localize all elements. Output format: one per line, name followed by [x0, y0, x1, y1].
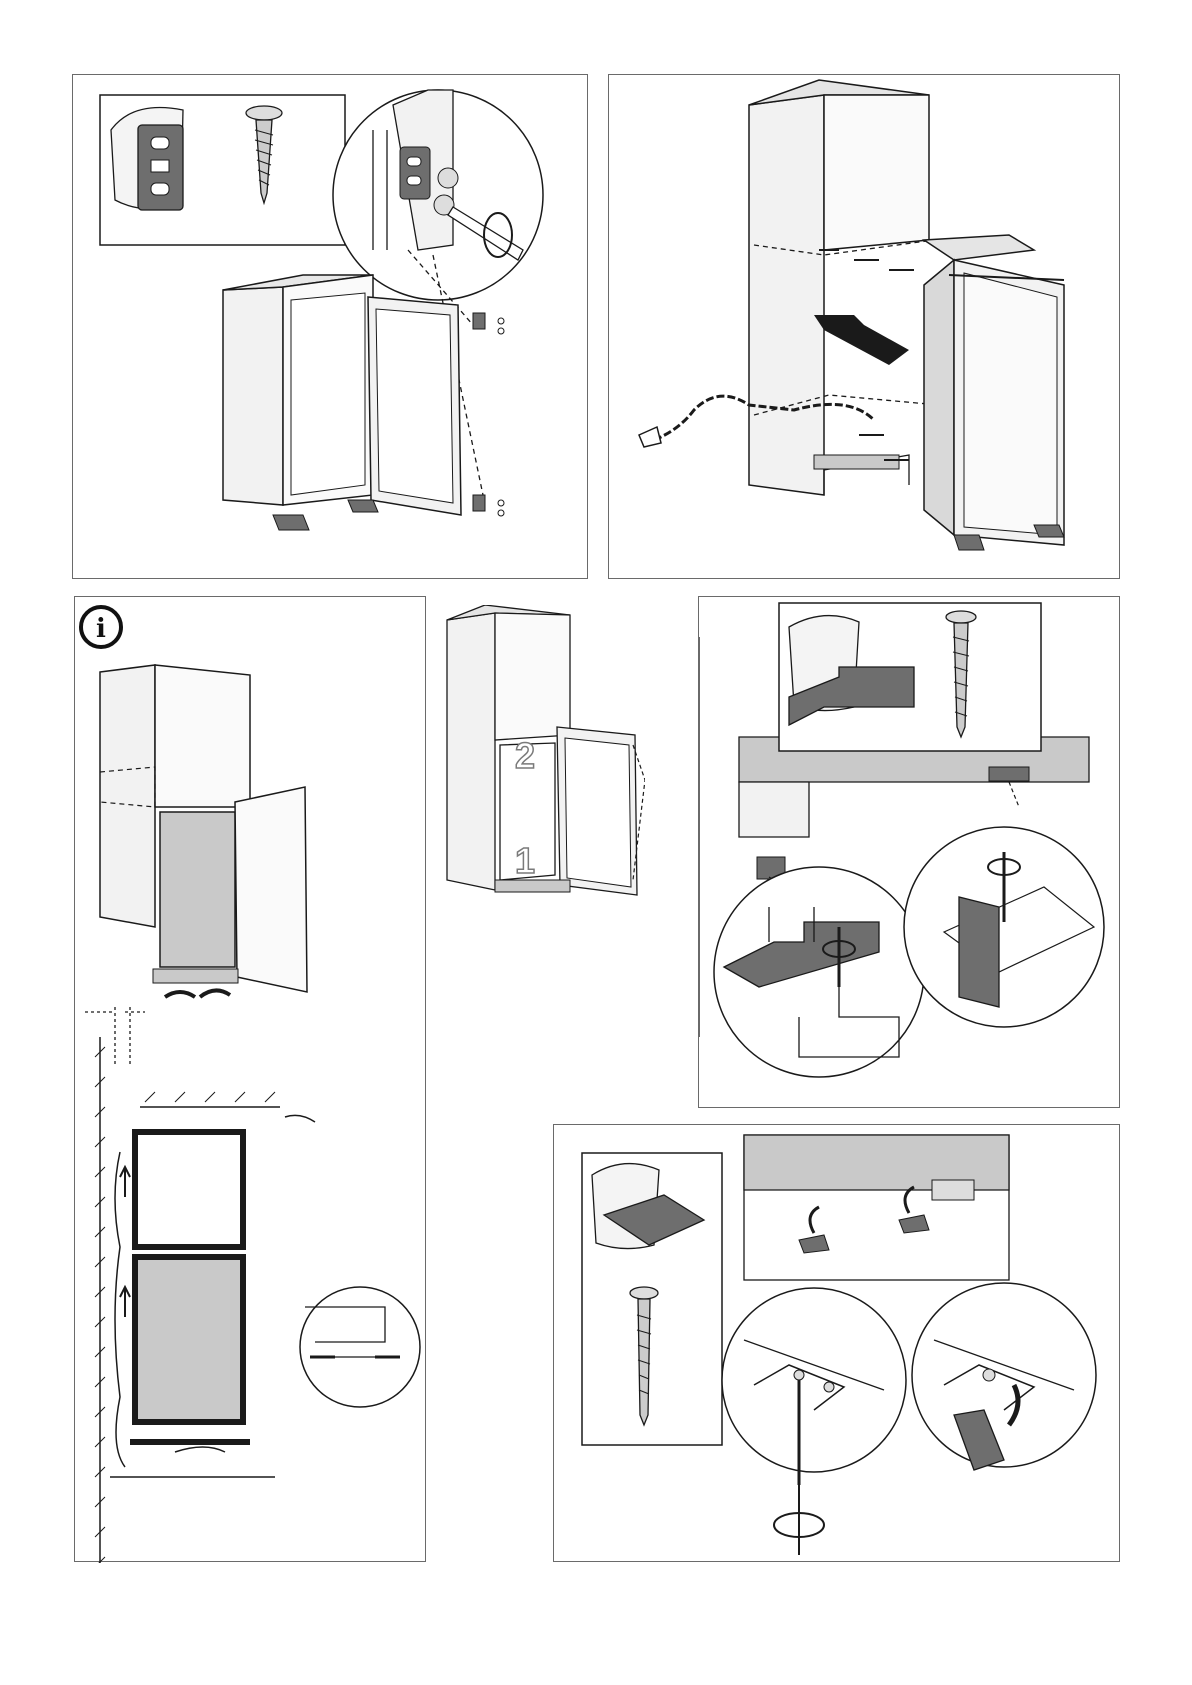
airflow-path — [115, 1152, 125, 1467]
ventilation-illustration: i — [75, 597, 427, 1563]
insert-appliance-illustration — [609, 75, 1121, 580]
power-plug-icon — [639, 427, 661, 447]
step-number-2: 2 — [515, 735, 535, 776]
panel-insert-appliance — [608, 74, 1120, 579]
upper-cabinet-door — [824, 95, 929, 250]
cover-strip-part-mounted — [959, 897, 999, 1007]
kitchen-cabinet-side — [749, 95, 824, 495]
upper-compartment-section — [135, 1132, 243, 1247]
panel-door-hinge-mounting — [72, 74, 588, 579]
door-steps-illustration: 2 1 — [445, 605, 645, 905]
open-cabinet-door — [235, 787, 307, 992]
upper-cabinet-door — [495, 613, 570, 740]
info-glyph: i — [96, 614, 106, 644]
plinth-grille — [153, 969, 238, 983]
hinge-cover-illustration — [554, 1125, 1121, 1563]
upper-hinge-part — [473, 313, 485, 329]
detail-magnifier-left — [722, 1288, 906, 1472]
lower-compartment-section — [135, 1257, 243, 1422]
panel-ventilation-info: i — [74, 596, 426, 1562]
plinth-detail-magnifier — [300, 1287, 420, 1407]
panel-hinge-cover — [553, 1124, 1120, 1562]
appliance-side — [223, 287, 283, 505]
lower-hinge-part — [473, 495, 485, 511]
airflow-arrow-icon — [165, 990, 230, 997]
plinth-grille — [495, 880, 570, 892]
panel-door-steps: 2 1 — [445, 605, 645, 905]
appliance-front — [160, 812, 235, 967]
panel-cover-strip — [698, 596, 1120, 1108]
upper-cabinet-door — [155, 665, 250, 807]
ventilation-grille — [814, 455, 899, 469]
push-arrow-icon — [814, 315, 909, 365]
door-hinge-illustration — [73, 75, 589, 580]
cover-strip-illustration — [699, 597, 1121, 1109]
step-number-1: 1 — [515, 840, 535, 881]
